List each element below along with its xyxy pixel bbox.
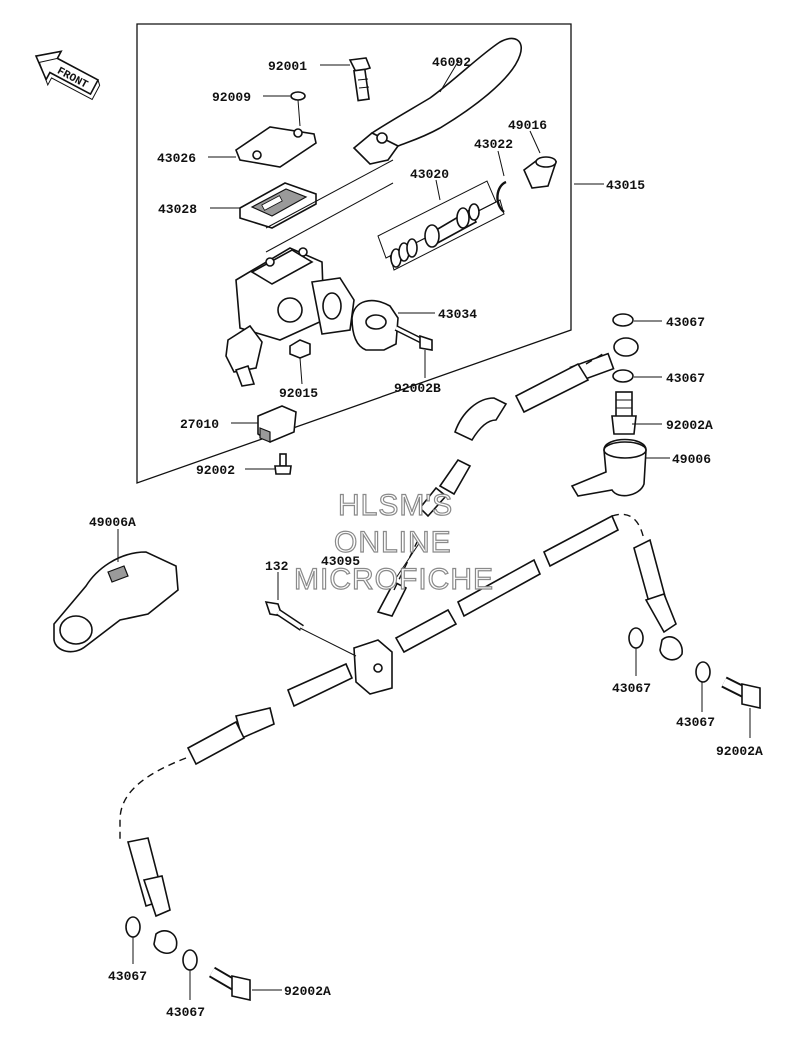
label-43067-b[interactable]: 43067: [666, 371, 705, 386]
label-27010[interactable]: 27010: [180, 417, 219, 432]
screw-92002-icon: [274, 453, 292, 475]
lever-46092-icon: [352, 37, 522, 165]
label-43095[interactable]: 43095: [321, 554, 360, 569]
label-92002a-c[interactable]: 92002A: [284, 984, 331, 999]
front-arrow-icon: FRONT: [34, 50, 101, 101]
bolt-92001-icon: [348, 57, 372, 102]
watermark-line-1: HLSM'S: [338, 489, 453, 522]
washer-43067-c-icon: [628, 627, 644, 649]
label-92002a-a[interactable]: 92002A: [666, 418, 713, 433]
label-43020[interactable]: 43020: [410, 167, 449, 182]
diaphragm-43028-icon: [239, 182, 317, 229]
circlip-43022-icon: [496, 180, 507, 213]
switch-27010-icon: [257, 405, 297, 443]
label-43028[interactable]: 43028: [158, 202, 197, 217]
bolt-92002b-icon: [394, 325, 433, 351]
label-43015[interactable]: 43015: [606, 178, 645, 193]
label-43067-c[interactable]: 43067: [612, 681, 651, 696]
cap-43026-icon: [235, 126, 317, 168]
bolt-92002a-b-icon: [721, 676, 761, 709]
label-43067-d[interactable]: 43067: [676, 715, 715, 730]
label-92002b[interactable]: 92002B: [394, 381, 441, 396]
tee-fitting-icon: [353, 639, 393, 695]
label-43067-a[interactable]: 43067: [666, 315, 705, 330]
label-92001[interactable]: 92001: [268, 59, 307, 74]
washer-43067-d-icon: [695, 661, 711, 683]
part-labels: 92001 46092 92009 43026 49016 43022 4301…: [89, 55, 763, 1020]
boot-49016-icon: [523, 156, 558, 189]
washer-43067-a-icon: [612, 313, 634, 327]
label-92002[interactable]: 92002: [196, 463, 235, 478]
label-92009[interactable]: 92009: [212, 90, 251, 105]
label-43022[interactable]: 43022: [474, 137, 513, 152]
watermark: HLSM'S ONLINE MICROFICHE: [293, 488, 494, 596]
screw-92009-icon: [290, 91, 306, 127]
label-92015[interactable]: 92015: [279, 386, 318, 401]
washer-43067-b-icon: [612, 369, 634, 383]
bolt-92002a-a-icon: [611, 391, 637, 435]
master-cylinder-body-icon: [225, 247, 355, 387]
bolt-92002a-c-icon: [208, 966, 251, 1001]
washer-43067-e-icon: [125, 916, 141, 938]
label-46092[interactable]: 46092: [432, 55, 471, 70]
piston-kit-43020-icon: [377, 180, 505, 271]
washer-43067-f-icon: [182, 949, 198, 971]
label-92002a-b[interactable]: 92002A: [716, 744, 763, 759]
brake-line-right-icon: [394, 513, 683, 661]
label-43067-f[interactable]: 43067: [166, 1005, 205, 1020]
brake-line-left-icon: [119, 662, 354, 955]
cover-49006a-icon: [53, 551, 179, 653]
clamp-43034-icon: [351, 299, 399, 351]
label-43034[interactable]: 43034: [438, 307, 477, 322]
label-49016[interactable]: 49016: [508, 118, 547, 133]
watermark-line-2: ONLINE: [334, 526, 452, 559]
brake-hose-upper-icon: [376, 351, 607, 617]
label-132[interactable]: 132: [265, 559, 289, 574]
cap-49006-icon: [570, 438, 647, 497]
assembly-box-43015: [136, 23, 572, 484]
label-49006[interactable]: 49006: [672, 452, 711, 467]
label-49006a[interactable]: 49006A: [89, 515, 136, 530]
nut-92015-icon: [289, 339, 311, 359]
label-43067-e[interactable]: 43067: [108, 969, 147, 984]
watermark-line-3: MICROFICHE: [294, 563, 494, 596]
leader-lines: [117, 59, 751, 1000]
label-43026[interactable]: 43026: [157, 151, 196, 166]
bolt-132-icon: [264, 600, 304, 631]
